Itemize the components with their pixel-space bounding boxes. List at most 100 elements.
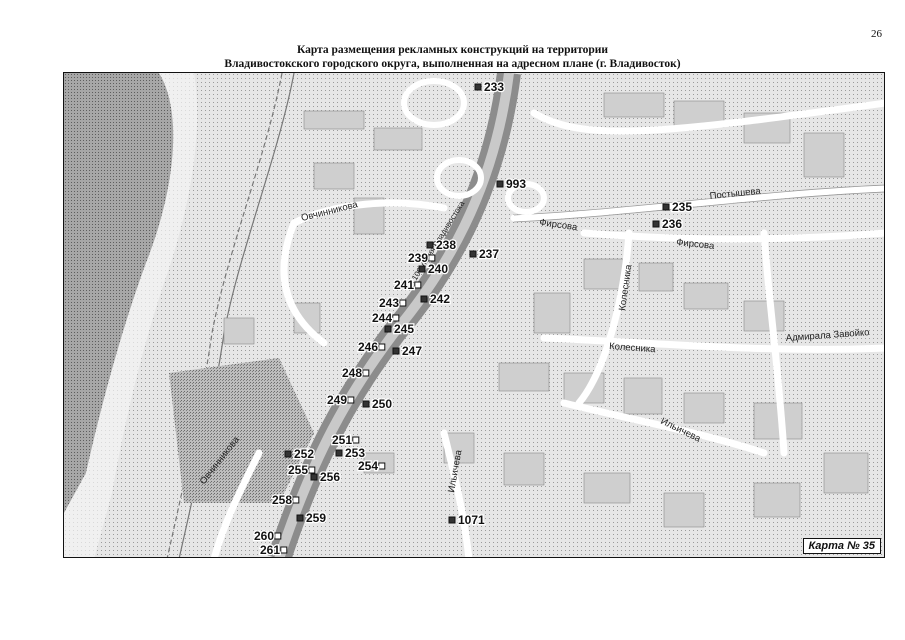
ad-marker-filled-square-icon xyxy=(426,241,434,249)
ad-marker-248[interactable]: 248 xyxy=(341,365,370,381)
map-number-badge: Карта № 35 xyxy=(802,538,881,554)
ad-marker-label: 255 xyxy=(288,463,308,477)
ad-marker-label: 254 xyxy=(358,459,378,473)
map-title-line1: Карта размещения рекламных конструкций н… xyxy=(296,44,609,56)
map-title-line2: Владивостокского городского округа, выпо… xyxy=(224,58,681,70)
ad-marker-filled-square-icon xyxy=(448,516,456,524)
ad-marker-261[interactable]: 261 xyxy=(259,542,288,557)
ad-marker-label: 244 xyxy=(372,311,392,325)
ad-marker-open-square-icon xyxy=(292,496,300,504)
ad-marker-open-square-icon xyxy=(352,436,360,444)
ad-marker-open-square-icon xyxy=(347,396,355,404)
ad-marker-label: 1071 xyxy=(458,513,485,527)
ad-marker-label: 256 xyxy=(320,470,340,484)
ad-marker-filled-square-icon xyxy=(335,449,343,457)
ad-marker-label: 250 xyxy=(372,397,392,411)
map-canvas: Овчинникова Овчинникова Фирсова Фирсова … xyxy=(64,73,884,557)
ad-marker-label: 238 xyxy=(436,238,456,252)
ad-marker-233[interactable]: 233 xyxy=(474,79,506,95)
ad-marker-242[interactable]: 242 xyxy=(420,291,452,307)
page-number: 26 xyxy=(871,28,882,40)
ad-marker-filled-square-icon xyxy=(384,325,392,333)
ad-marker-label: 237 xyxy=(479,247,499,261)
ad-marker-filled-square-icon xyxy=(474,83,482,91)
ad-marker-245[interactable]: 245 xyxy=(384,321,416,337)
ad-marker-256[interactable]: 256 xyxy=(310,469,342,485)
ad-marker-238[interactable]: 238 xyxy=(426,237,458,253)
bay-water xyxy=(64,73,174,513)
ad-marker-label: 242 xyxy=(430,292,450,306)
ad-marker-258[interactable]: 258 xyxy=(271,492,300,508)
ad-marker-249[interactable]: 249 xyxy=(326,392,355,408)
ad-marker-244[interactable]: 244 xyxy=(371,310,400,326)
ad-marker-filled-square-icon xyxy=(310,473,318,481)
street-label-kolesnika-horizontal: Колесника xyxy=(609,341,657,355)
ad-marker-label: 241 xyxy=(394,278,414,292)
ad-marker-259[interactable]: 259 xyxy=(296,510,328,526)
ad-marker-255[interactable]: 255 xyxy=(287,462,316,478)
ad-marker-label: 235 xyxy=(672,200,692,214)
ad-marker-open-square-icon xyxy=(399,299,407,307)
street-edges xyxy=(513,184,884,223)
ad-marker-label: 259 xyxy=(306,511,326,525)
ad-marker-filled-square-icon xyxy=(496,180,504,188)
ad-marker-filled-square-icon xyxy=(296,514,304,522)
ad-marker-label: 245 xyxy=(394,322,414,336)
ad-marker-open-square-icon xyxy=(308,466,316,474)
ad-marker-label: 248 xyxy=(342,366,362,380)
ad-marker-open-square-icon xyxy=(280,546,288,554)
interchange xyxy=(401,78,547,215)
ad-marker-label: 258 xyxy=(272,493,292,507)
ad-marker-236[interactable]: 236 xyxy=(652,216,684,232)
ad-marker-label: 261 xyxy=(260,543,280,557)
ad-marker-filled-square-icon xyxy=(392,347,400,355)
ad-marker-open-square-icon xyxy=(362,369,370,377)
ad-marker-open-square-icon xyxy=(428,254,436,262)
ad-marker-253[interactable]: 253 xyxy=(335,445,367,461)
secondary-streets xyxy=(210,99,884,557)
ad-marker-label: 247 xyxy=(402,344,422,358)
ad-marker-open-square-icon xyxy=(274,532,282,540)
ad-marker-254[interactable]: 254 xyxy=(357,458,386,474)
ad-marker-open-square-icon xyxy=(392,314,400,322)
ad-marker-label: 251 xyxy=(332,433,352,447)
ad-marker-246[interactable]: 246 xyxy=(357,339,386,355)
ad-marker-237[interactable]: 237 xyxy=(469,246,501,262)
ad-marker-filled-square-icon xyxy=(420,295,428,303)
ad-marker-260[interactable]: 260 xyxy=(253,528,282,544)
park-area xyxy=(169,358,314,503)
street-label-firsova-1: Фирсова xyxy=(539,217,579,233)
ad-marker-241[interactable]: 241 xyxy=(393,277,422,293)
ad-marker-filled-square-icon xyxy=(362,400,370,408)
shore-strip xyxy=(64,73,198,557)
ad-marker-252[interactable]: 252 xyxy=(284,446,316,462)
ad-marker-label: 246 xyxy=(358,340,378,354)
ad-marker-filled-square-icon xyxy=(284,450,292,458)
ad-marker-250[interactable]: 250 xyxy=(362,396,394,412)
ad-marker-label: 249 xyxy=(327,393,347,407)
ad-marker-label: 252 xyxy=(294,447,314,461)
ad-marker-993[interactable]: 993 xyxy=(496,176,528,192)
map-frame: Овчинникова Овчинникова Фирсова Фирсова … xyxy=(63,72,885,558)
ad-marker-filled-square-icon xyxy=(418,265,426,273)
ad-marker-open-square-icon xyxy=(414,281,422,289)
ad-marker-open-square-icon xyxy=(378,343,386,351)
ad-marker-filled-square-icon xyxy=(469,250,477,258)
ad-marker-251[interactable]: 251 xyxy=(331,432,360,448)
building-blocks xyxy=(223,92,869,528)
street-label-firsova-2: Фирсова xyxy=(676,237,716,252)
ad-marker-239[interactable]: 239 xyxy=(407,250,436,266)
street-label-postysheva: Постышева xyxy=(709,186,762,202)
ad-marker-label: 240 xyxy=(428,262,448,276)
ad-marker-open-square-icon xyxy=(378,462,386,470)
ad-marker-label: 233 xyxy=(484,80,504,94)
ad-marker-label: 253 xyxy=(345,446,365,460)
ad-marker-240[interactable]: 240 xyxy=(418,261,450,277)
ad-marker-243[interactable]: 243 xyxy=(378,295,407,311)
ad-marker-label: 236 xyxy=(662,217,682,231)
ad-marker-235[interactable]: 235 xyxy=(662,199,694,215)
ad-marker-filled-square-icon xyxy=(652,220,660,228)
ad-marker-1071[interactable]: 1071 xyxy=(448,512,486,528)
ad-marker-247[interactable]: 247 xyxy=(392,343,424,359)
